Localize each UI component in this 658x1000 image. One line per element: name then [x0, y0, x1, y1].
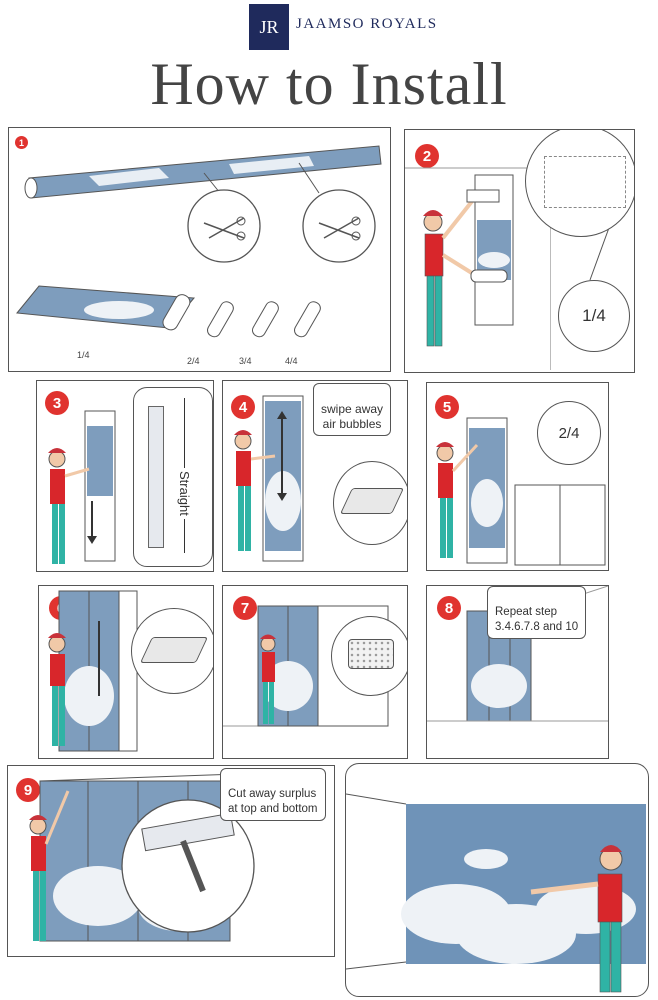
step-1-panel: 1 1/4 2/4 3/4 4/4 — [8, 127, 391, 372]
step-9-panel: 9 Cut away surplus at top and bottom — [7, 765, 335, 957]
straight-detail-callout: Straight — [133, 387, 213, 567]
step-1-illustration — [16, 145, 382, 338]
step-8-badge: 8 — [437, 596, 461, 620]
step-4-badge: 4 — [231, 395, 255, 419]
step-7-panel: 7 — [222, 585, 408, 759]
step-5-panel: 5 2/4 — [426, 382, 609, 571]
step-6-illustration — [48, 590, 138, 752]
step-2-badge: 2 — [415, 144, 439, 168]
step-8-callout-text: Repeat step 3.4.6.7.8 and 10 — [495, 606, 579, 633]
roll-label: 1/4 — [77, 350, 90, 360]
roll-label: 4/4 — [285, 356, 298, 366]
step-8-panel: 8 Repeat step 3.4.6.7.8 and 10 — [426, 585, 609, 759]
step-9-callout: Cut away surplus at top and bottom — [220, 768, 326, 821]
step-9-illustration — [29, 773, 255, 942]
sponge-zoom-circle — [331, 616, 407, 696]
roll-label: 3/4 — [239, 356, 252, 366]
detail-zoom-circle — [525, 130, 634, 237]
roll-label: 2/4 — [187, 356, 200, 366]
step-2-callout: 1/4 — [558, 280, 630, 352]
step-4-panel: 4 swipe away air bubbles — [222, 380, 408, 572]
squeegee-zoom-circle — [131, 608, 213, 694]
brand-logo: JR — [249, 4, 289, 50]
step-5-badge: 5 — [435, 395, 459, 419]
step-2-panel: 2 1/4 — [404, 129, 635, 373]
step-7-badge: 7 — [233, 596, 257, 620]
step-9-callout-text: Cut away surplus at top and bottom — [228, 788, 318, 815]
step-3-badge: 3 — [45, 391, 69, 415]
straight-label: Straight — [177, 468, 192, 519]
step-5-illustration — [436, 417, 606, 566]
step-5-callout: 2/4 — [537, 401, 601, 465]
step-3-panel: 3 Straight — [36, 380, 214, 572]
squeegee-icon — [139, 637, 209, 663]
logo-monogram: JR — [259, 16, 279, 37]
step-9-badge: 9 — [16, 778, 40, 802]
page-title: How to Install — [150, 51, 508, 117]
final-room-illustration — [346, 793, 646, 993]
brand-name: JAAMSO ROYALS — [296, 16, 438, 32]
squeegee-zoom-circle — [333, 461, 407, 545]
final-result-panel — [345, 763, 649, 997]
step-4-callout: swipe away air bubbles — [313, 383, 392, 436]
sponge-icon — [348, 639, 394, 669]
step-5-callout-text: 2/4 — [558, 424, 580, 442]
step-4-callout-text: swipe away air bubbles — [321, 402, 384, 431]
step-6-panel: 6 — [38, 585, 214, 759]
step-4-illustration — [234, 395, 304, 562]
step-1-badge: 1 — [15, 136, 28, 149]
step-3-illustration — [48, 410, 116, 564]
step-2-illustration — [405, 167, 634, 370]
step-8-callout: Repeat step 3.4.6.7.8 and 10 — [487, 586, 587, 639]
squeegee-icon — [339, 488, 405, 514]
step-2-callout-text: 1/4 — [582, 306, 606, 325]
